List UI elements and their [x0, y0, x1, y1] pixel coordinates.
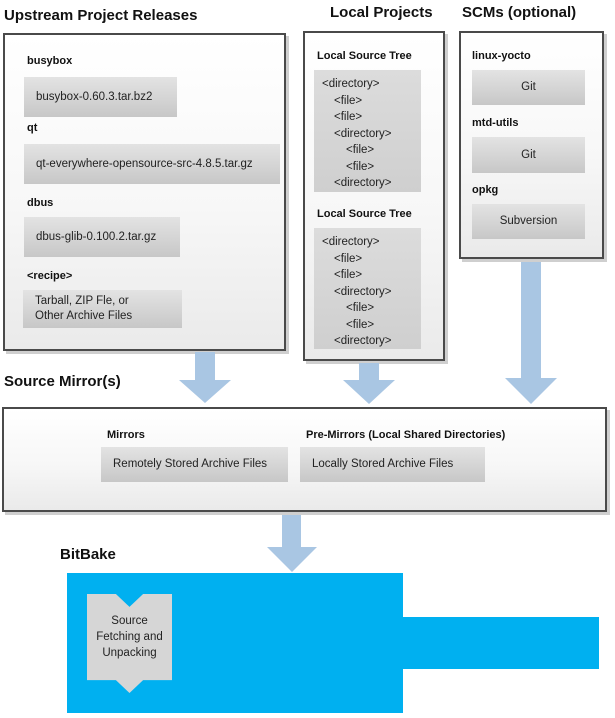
upstream-item-value: busybox-0.60.3.tar.bz2	[24, 77, 177, 117]
scm-item-value: Git	[472, 137, 585, 173]
source-mirrors-panel: Mirrors Remotely Stored Archive Files Pr…	[2, 407, 607, 512]
source-fetching-ribbon: Source Fetching and Unpacking	[87, 594, 172, 693]
local-source-tree: <directory> <file> <file> <directory> <file>…	[314, 70, 421, 192]
tree-entry: <directory>	[322, 236, 380, 248]
upstream-title: Upstream Project Releases	[4, 7, 198, 24]
tree-entry: <file>	[346, 318, 375, 331]
scm-item-value: Git	[472, 70, 585, 105]
tree-entry: <file>	[334, 269, 363, 281]
tree-entry: <file>	[346, 302, 375, 314]
down-arrow-local	[343, 363, 395, 404]
tree-entry: <directory>	[322, 78, 380, 90]
upstream-item-label: <recipe>	[27, 270, 73, 282]
premirrors-value: Locally Stored Archive Files	[300, 447, 485, 482]
tree-entry: <file>	[334, 252, 363, 265]
local-source-tree-label: Local Source Tree	[317, 208, 412, 220]
mirrors-value: Remotely Stored Archive Files	[101, 447, 288, 482]
upstream-item-value: dbus-glib-0.100.2.tar.gz	[24, 217, 180, 257]
upstream-item-label: busybox	[27, 55, 73, 67]
local-source-tree-label: Local Source Tree	[317, 50, 412, 62]
local-projects-panel: Local Source Tree <directory> <file> <file…	[303, 31, 445, 361]
local-source-tree: <directory> <file> <file> <directory> <file>…	[314, 228, 421, 349]
premirrors-label: Pre-Mirrors (Local Shared Directories)	[306, 429, 506, 441]
local-projects-title: Local Projects	[330, 4, 433, 21]
bitbake-block-tab	[403, 617, 599, 669]
tree-entry: <file>	[334, 94, 363, 107]
scm-item-label: mtd-utils	[472, 117, 519, 129]
upstream-item-value: qt-everywhere-opensource-src-4.8.5.tar.g…	[24, 144, 280, 184]
down-arrow-scms	[505, 262, 557, 404]
tree-entry: <file>	[346, 160, 375, 173]
upstream-item-value: Tarball, ZIP Fle, or Other Archive Files	[23, 290, 182, 328]
scm-item-label: linux-yocto	[472, 50, 531, 62]
scm-item-label: opkg	[472, 184, 499, 196]
source-mirrors-title: Source Mirror(s)	[4, 373, 121, 390]
upstream-item-label: dbus	[27, 197, 54, 209]
bitbake-title: BitBake	[60, 546, 116, 563]
tree-entry: <directory>	[334, 127, 392, 140]
scm-item-value: Subversion	[472, 204, 585, 239]
tree-entry: <file>	[334, 111, 363, 123]
tree-entry: <file>	[346, 144, 375, 156]
down-arrow-upstream	[179, 352, 231, 403]
upstream-item-label: qt	[27, 122, 38, 134]
mirrors-label: Mirrors	[107, 429, 145, 441]
tree-entry: <directory>	[334, 335, 392, 347]
upstream-panel: busybox busybox-0.60.3.tar.bz2 qt qt-eve…	[3, 33, 286, 351]
scms-panel: linux-yocto Git mtd-utils Git opkg Subve…	[459, 31, 604, 259]
tree-entry: <directory>	[334, 177, 392, 189]
scms-title: SCMs (optional)	[462, 4, 577, 21]
down-arrow-bitbake	[267, 515, 317, 572]
tree-entry: <directory>	[334, 285, 392, 298]
